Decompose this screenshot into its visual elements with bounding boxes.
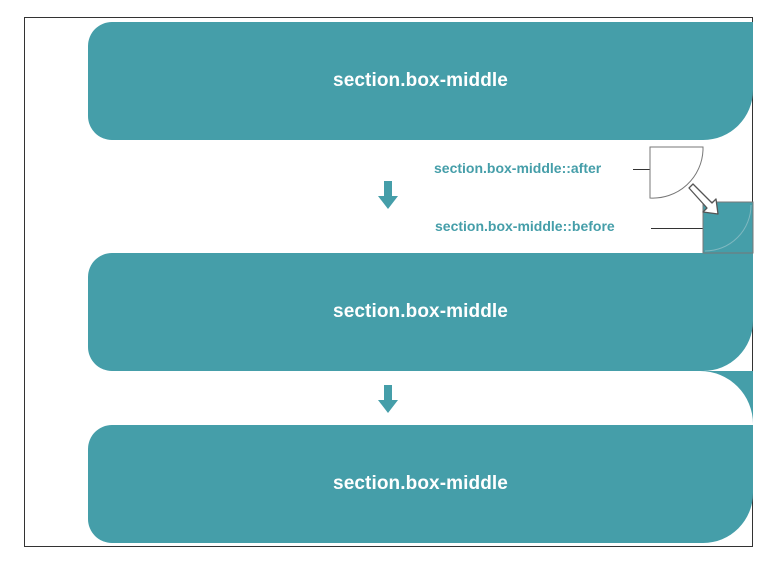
box-middle-1-label: section.box-middle [333, 70, 508, 91]
down-arrow-icon [378, 181, 398, 209]
box-middle-3-label: section.box-middle [333, 473, 508, 494]
before-leader-line [651, 228, 721, 229]
box-middle-2-label: section.box-middle [333, 301, 508, 322]
diagonal-arrow-icon [688, 183, 719, 215]
before-pseudo-label: section.box-middle::before [435, 218, 615, 234]
down-arrow-icon [378, 385, 398, 413]
box-middle-3: section.box-middle [88, 425, 753, 543]
box-middle-2: section.box-middle [88, 253, 753, 371]
after-pseudo-label: section.box-middle::after [434, 160, 602, 176]
box-middle-1: section.box-middle [88, 22, 753, 140]
before-shape-curve [704, 204, 752, 252]
after-shape [649, 146, 704, 199]
